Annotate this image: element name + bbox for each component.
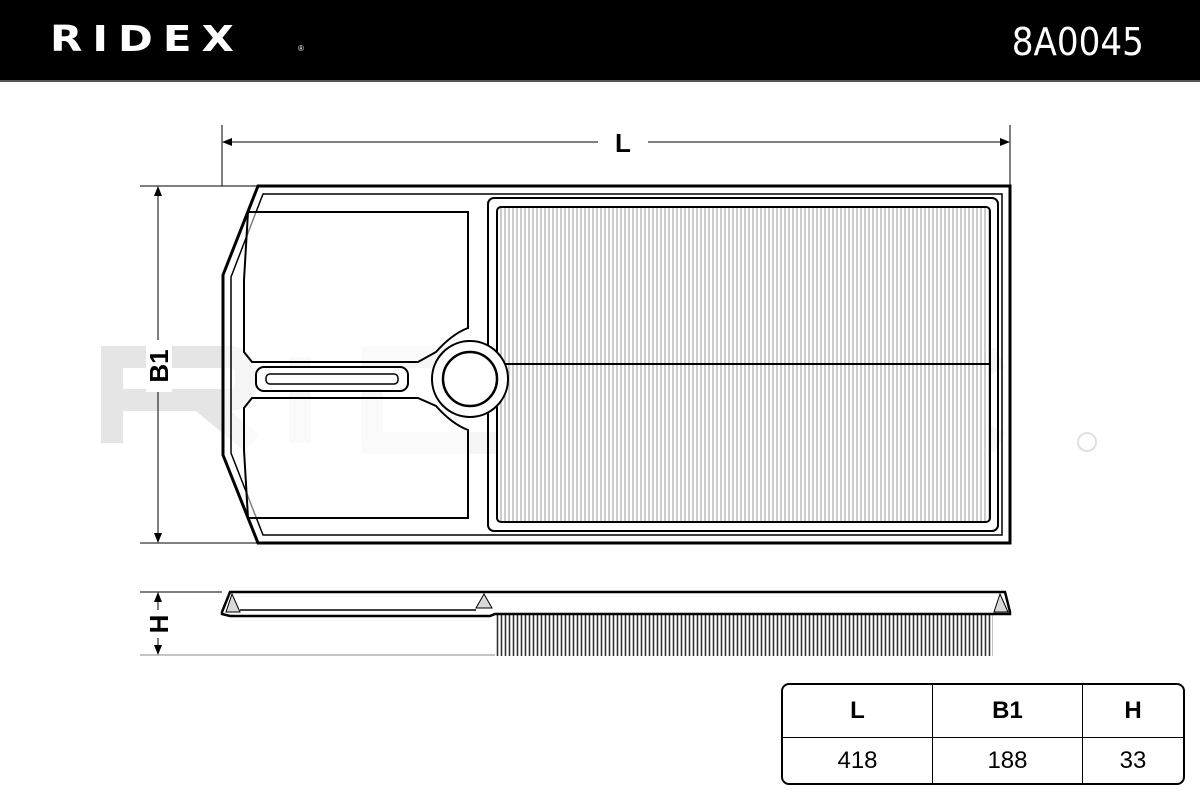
dimension-height-label: H — [144, 615, 174, 634]
dimensions-table: L B1 H 418 188 33 — [781, 683, 1185, 785]
dimension-width-label: B1 — [144, 349, 174, 382]
filter-side-view — [220, 590, 1012, 656]
dimension-length-label: L — [615, 128, 631, 158]
table-row: 418 188 33 — [783, 738, 1183, 783]
dimension-length: L — [221, 125, 1011, 186]
value-height: 33 — [1119, 746, 1147, 774]
value-width: 188 — [933, 738, 1083, 783]
header-height: H — [1082, 685, 1183, 738]
dimension-width: B1 — [140, 185, 258, 544]
brand-logo: RIDEX — [50, 18, 244, 60]
header-width: B1 — [932, 685, 1083, 738]
part-number: 8A0045 — [1011, 20, 1144, 64]
dimension-height: H — [140, 591, 495, 656]
filter-top-view — [221, 184, 1012, 545]
watermark-registered-icon — [1077, 432, 1097, 452]
header-length: L — [783, 685, 933, 738]
header-bar: RIDEX ® 8A0045 — [0, 0, 1200, 82]
value-length: 418 — [783, 738, 933, 783]
table-header-row: L B1 H — [783, 685, 1183, 738]
registered-mark: ® — [298, 44, 304, 53]
